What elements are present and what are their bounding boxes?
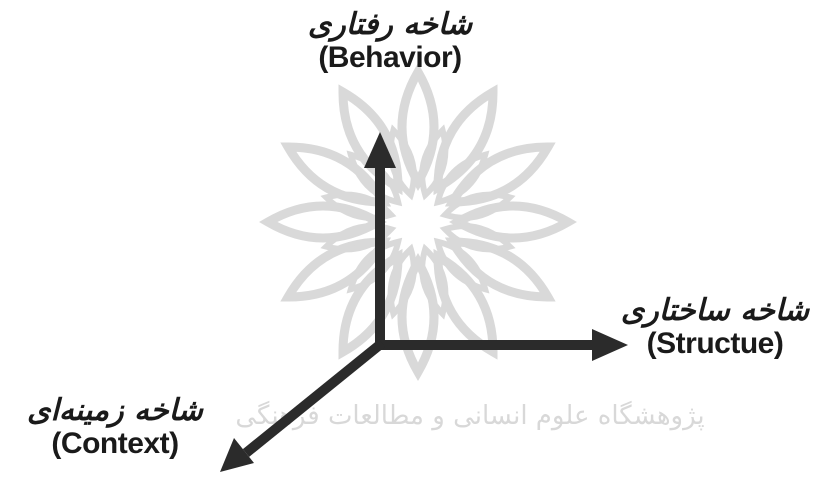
watermark-text: پژوهشگاه علوم انسانی و مطالعات فرهنگی (235, 400, 704, 431)
behavior-label-en: (Behavior) (318, 41, 462, 74)
structure-label: شاخه ساختاری (Structue) (595, 294, 835, 360)
structure-label-en: (Structue) (646, 327, 784, 360)
context-label-en: (Context) (51, 427, 179, 460)
behavior-arrowhead (364, 132, 396, 168)
structure-label-fa: شاخه ساختاری (620, 293, 810, 328)
context-label-fa: شاخه زمینه‌ای (27, 393, 203, 428)
watermark-logo (259, 63, 577, 381)
axes (220, 132, 628, 472)
structure-arrowhead (592, 329, 628, 361)
behavior-label: شاخه رفتاری (Behavior) (260, 8, 520, 74)
context-arrowhead (220, 438, 254, 472)
context-axis-line (242, 339, 386, 457)
behavior-label-fa: شاخه رفتاری (307, 7, 473, 42)
context-label: شاخه زمینه‌ای (Context) (0, 394, 230, 460)
